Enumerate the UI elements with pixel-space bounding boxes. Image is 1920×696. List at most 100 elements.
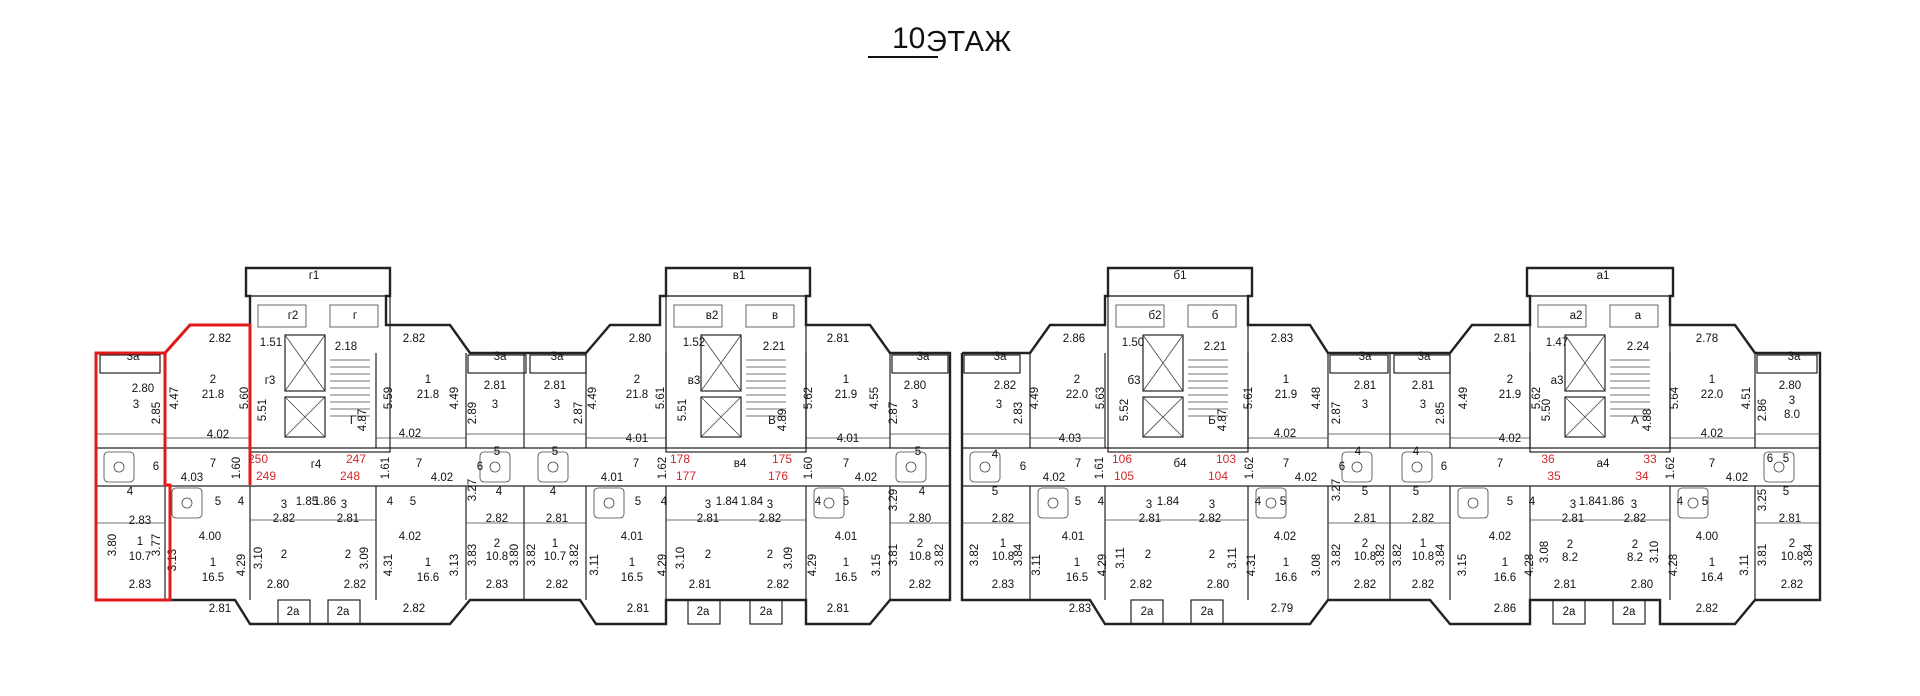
- room-label: 22.0: [1701, 389, 1723, 401]
- floor-label: ЭТАЖ: [926, 26, 1012, 58]
- room-label: 3.80: [509, 544, 521, 566]
- room-label: 5: [1280, 496, 1286, 508]
- room-label: 6: [1441, 461, 1447, 473]
- lift-shaft: [284, 334, 326, 392]
- balcony: [749, 599, 783, 625]
- room-label: 2а: [1201, 606, 1214, 618]
- room-label: 2.82: [486, 513, 508, 525]
- room-label: 2а: [1141, 606, 1154, 618]
- room-label: 2.85: [151, 402, 163, 424]
- room-label: 10.7: [544, 551, 566, 563]
- room-label: 16.6: [1275, 572, 1297, 584]
- room-label: 1: [552, 538, 558, 550]
- room-label: а4: [1597, 458, 1610, 470]
- room-label: 4: [992, 449, 999, 461]
- room-label: 3.27: [467, 479, 479, 501]
- room-label: 21.9: [835, 389, 857, 401]
- room-label: 2: [917, 538, 923, 550]
- lift-cross: [1142, 334, 1184, 392]
- room-label: 3: [912, 399, 918, 411]
- room-label: 2.82: [1199, 513, 1221, 525]
- room-label: 3: [133, 399, 139, 411]
- room-label: 2.80: [267, 579, 289, 591]
- room-label: 1.60: [231, 457, 243, 479]
- room-label: 10.7: [129, 551, 151, 563]
- room-label: 2: [634, 374, 640, 386]
- room-label: 16.5: [835, 572, 857, 584]
- room-label: 5.61: [1243, 387, 1255, 409]
- room-label: 1: [1074, 557, 1080, 569]
- toilet: [1351, 461, 1363, 473]
- ring-number: 175: [772, 452, 792, 466]
- room-label: 8.2: [1627, 552, 1643, 564]
- room-label: 3а: [494, 351, 507, 363]
- balcony: [1552, 599, 1586, 625]
- bathtub: [537, 451, 569, 483]
- room-label: 1.84: [1157, 496, 1180, 508]
- room-label: 2.83: [992, 579, 1014, 591]
- room-label: 4.02: [431, 472, 453, 484]
- room-label: б4: [1174, 458, 1188, 470]
- lift-cross: [1564, 334, 1606, 392]
- room-label: 2.82: [767, 579, 789, 591]
- ring-number: 33: [1643, 452, 1657, 466]
- room-label: 2.87: [888, 402, 900, 424]
- room-label: 4: [1255, 496, 1262, 508]
- room-label: 3.84: [1013, 543, 1025, 566]
- room-label: б1: [1174, 270, 1187, 282]
- room-label: 2.81: [689, 579, 711, 591]
- bathtub: [1763, 451, 1795, 483]
- room-label: 1: [843, 557, 849, 569]
- room-label: 7: [210, 458, 216, 470]
- room-label: 2.83: [129, 579, 151, 591]
- lift-cross: [700, 334, 742, 392]
- room-label: 5: [1362, 486, 1368, 498]
- room-label: 5.60: [239, 387, 251, 409]
- bathtub: [969, 451, 1001, 483]
- toilet: [1773, 461, 1785, 473]
- room-label: 2.80: [1631, 579, 1653, 591]
- room-label: 2.82: [992, 513, 1014, 525]
- room-label: в3: [688, 375, 701, 387]
- lift-shaft: [1142, 334, 1184, 392]
- room-label: 6: [1767, 453, 1773, 465]
- room-label: 4.02: [1274, 531, 1296, 543]
- room-label: 1: [1000, 538, 1006, 550]
- toilet: [979, 461, 991, 473]
- room-label: 2: [1567, 539, 1573, 551]
- room-label: 3.11: [1227, 547, 1239, 569]
- room-label: 4.01: [601, 472, 623, 484]
- bathtub: [813, 487, 845, 519]
- ring-number: 106: [1112, 452, 1132, 466]
- room-label: 1.84: [1579, 496, 1602, 508]
- room-label: 3.11: [1739, 554, 1751, 576]
- room-label: г3: [265, 375, 276, 387]
- balcony: [1130, 599, 1164, 625]
- room-label: 4.29: [1097, 554, 1109, 576]
- loggia: [529, 354, 587, 374]
- room-label: 4.28: [1524, 554, 1536, 576]
- room-label: в4: [734, 458, 747, 470]
- ring-numbers: 2502492472481781771751761061051031043635…: [248, 452, 1657, 483]
- room-label: 1: [425, 557, 431, 569]
- room-label: г1: [309, 270, 320, 282]
- lift-shaft-2: [1564, 396, 1606, 438]
- ring-number: 177: [676, 469, 696, 483]
- room-label: 3а: [994, 351, 1007, 363]
- room-label: 1: [1420, 538, 1426, 550]
- room-label: 1.62: [1665, 457, 1677, 479]
- room-label: 5: [635, 496, 641, 508]
- ring-number: 36: [1541, 452, 1555, 466]
- room-label: 3.84: [1435, 543, 1447, 566]
- room-label: 1: [1709, 557, 1715, 569]
- room-label: 4.47: [169, 387, 181, 409]
- room-label: 3.15: [871, 554, 883, 576]
- room-label: 7: [633, 458, 639, 470]
- room-label: 2.86: [1757, 399, 1769, 421]
- room-label: 3: [1209, 499, 1215, 511]
- room-label: 10.8: [1354, 551, 1376, 563]
- room-label: 3.81: [1757, 544, 1769, 566]
- stair-lobby: [1609, 304, 1659, 328]
- room-label: 21.9: [1499, 389, 1521, 401]
